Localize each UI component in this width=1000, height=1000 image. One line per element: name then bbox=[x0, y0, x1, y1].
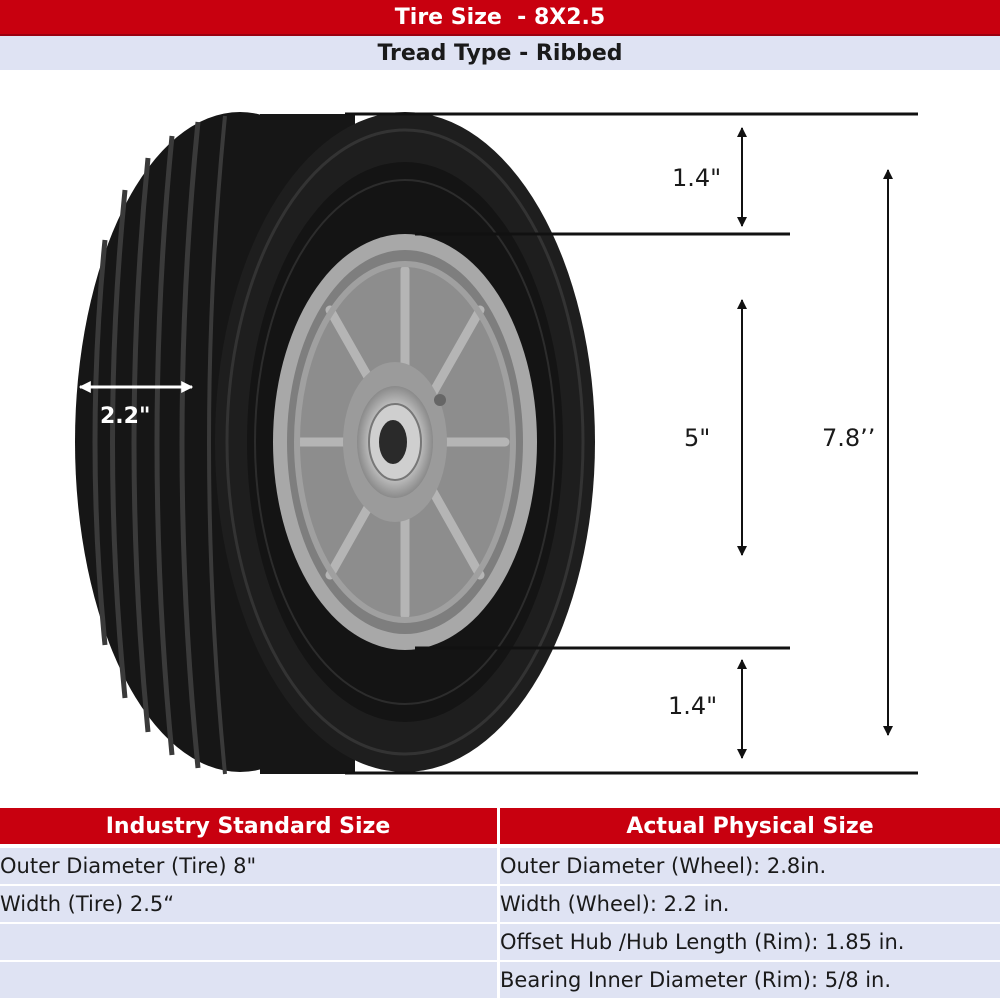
table-row: Width (Tire) 2.5“ Width (Wheel): 2.2 in. bbox=[0, 886, 1000, 922]
wheel-dimension-diagram: 1.4" 5" 7.8’’ 1.4" 2.2" bbox=[0, 70, 1000, 806]
table-cell bbox=[0, 962, 496, 998]
table-cell: Outer Diameter (Tire) 8" bbox=[0, 854, 257, 878]
overall-diameter-label: 7.8’’ bbox=[822, 424, 876, 452]
industry-standard-header: Industry Standard Size bbox=[105, 813, 391, 839]
top-sidewall-label: 1.4" bbox=[672, 164, 722, 192]
table-cell: Width (Tire) 2.5“ bbox=[0, 892, 175, 916]
tread-type-banner: Tread Type - Ribbed bbox=[0, 36, 1000, 70]
bearing-hub bbox=[343, 362, 447, 522]
table-header-row: Industry Standard Size Actual Physical S… bbox=[0, 808, 1000, 844]
tire-size-title: Tire Size - 8X2.5 bbox=[394, 4, 606, 30]
dimension-lines bbox=[345, 112, 918, 775]
tread-type-subtitle: Tread Type - Ribbed bbox=[377, 40, 623, 66]
table-cell: Offset Hub /Hub Length (Rim): 1.85 in. bbox=[500, 930, 905, 954]
table-cell bbox=[0, 924, 496, 960]
table-row: Bearing Inner Diameter (Rim): 5/8 in. bbox=[0, 962, 1000, 998]
tread-width-label: 2.2" bbox=[100, 404, 151, 429]
table-cell: Outer Diameter (Wheel): 2.8in. bbox=[500, 854, 827, 878]
table-row: Offset Hub /Hub Length (Rim): 1.85 in. bbox=[0, 924, 1000, 960]
tire-size-banner: Tire Size - 8X2.5 bbox=[0, 0, 1000, 36]
actual-physical-header: Actual Physical Size bbox=[626, 813, 874, 839]
table-cell: Bearing Inner Diameter (Rim): 5/8 in. bbox=[500, 968, 892, 992]
hub-diameter-label: 5" bbox=[684, 424, 711, 452]
bottom-sidewall-label: 1.4" bbox=[668, 692, 718, 720]
table-cell: Width (Wheel): 2.2 in. bbox=[500, 892, 730, 916]
table-row: Outer Diameter (Tire) 8" Outer Diameter … bbox=[0, 848, 1000, 884]
wheel-illustration bbox=[75, 112, 918, 775]
